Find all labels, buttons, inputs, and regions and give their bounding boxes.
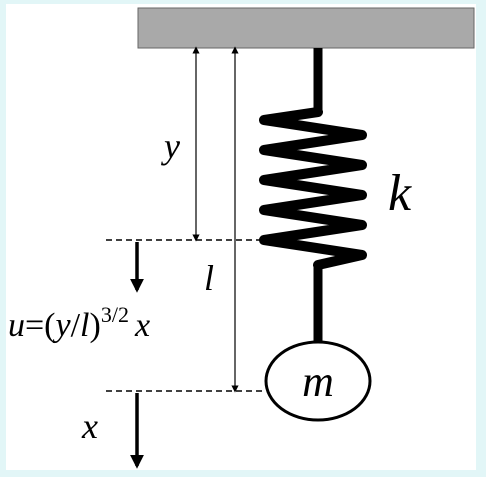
formula-x: x xyxy=(134,307,150,344)
formula-lhs: u xyxy=(8,307,25,344)
l-distance-label: l xyxy=(204,258,214,298)
formula-l: l xyxy=(80,307,89,344)
y-distance-label: y xyxy=(161,126,180,166)
formula-slash: / xyxy=(71,307,81,344)
ceiling-block xyxy=(137,7,475,49)
x-displacement-label: x xyxy=(81,406,98,446)
spring-coil xyxy=(259,107,367,270)
formula-y: y xyxy=(53,307,72,344)
formula-eq: =( xyxy=(25,307,56,344)
spring-constant-label: k xyxy=(388,165,412,222)
formula-rparen: ) xyxy=(90,307,101,344)
diagram-frame xyxy=(6,4,476,470)
mass-label: m xyxy=(302,357,334,406)
formula-exponent: 3/2 xyxy=(101,302,129,327)
mass-circle xyxy=(264,340,372,422)
